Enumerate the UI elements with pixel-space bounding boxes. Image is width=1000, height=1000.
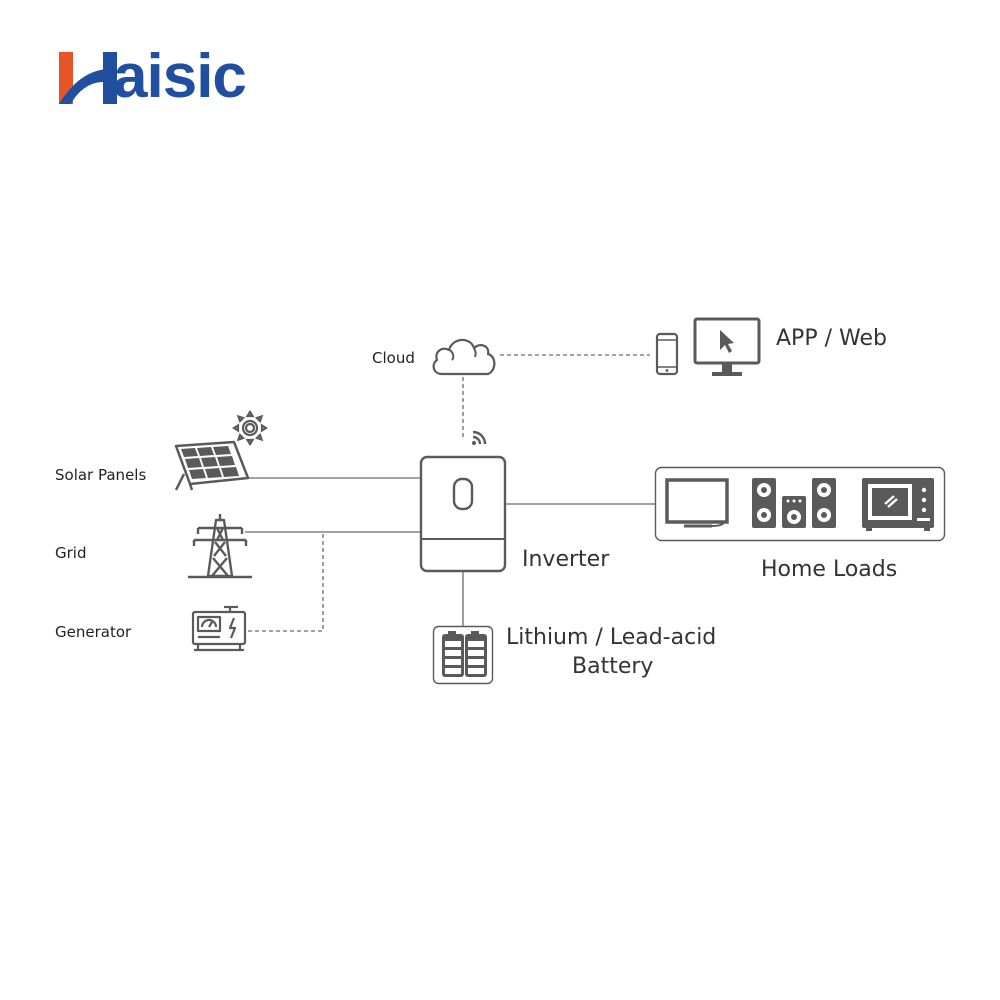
logo-mark-blue (59, 69, 117, 104)
battery-label-line1: Lithium / Lead-acid (506, 625, 717, 650)
power-pylon-icon (188, 514, 252, 579)
tv-icon (665, 478, 729, 528)
logo-wordmark: aisic (113, 42, 247, 111)
home-loads-box (654, 466, 946, 542)
brand-logo (59, 52, 117, 104)
inverter-label: Inverter (522, 547, 610, 572)
cloud-icon (432, 338, 496, 376)
generator-line (248, 534, 324, 632)
solar-label: Solar Panels (55, 466, 147, 484)
solar-panel-icon (174, 440, 250, 491)
wifi-icon (472, 430, 487, 445)
smartphone-icon (655, 332, 679, 376)
cloud-label: Cloud (372, 349, 415, 367)
sun-icon (232, 410, 268, 446)
grid-label: Grid (55, 544, 87, 562)
battery-label-line2: Battery (572, 654, 654, 679)
microwave-icon (862, 478, 934, 531)
monitor-cursor-icon (693, 317, 761, 376)
battery-icon (432, 625, 494, 685)
app-web-label: APP / Web (776, 326, 887, 351)
home-loads-label: Home Loads (761, 557, 898, 582)
speakers-icon (752, 478, 836, 528)
generator-label: Generator (55, 623, 132, 641)
inverter-icon (419, 455, 507, 573)
generator-icon (191, 605, 247, 652)
